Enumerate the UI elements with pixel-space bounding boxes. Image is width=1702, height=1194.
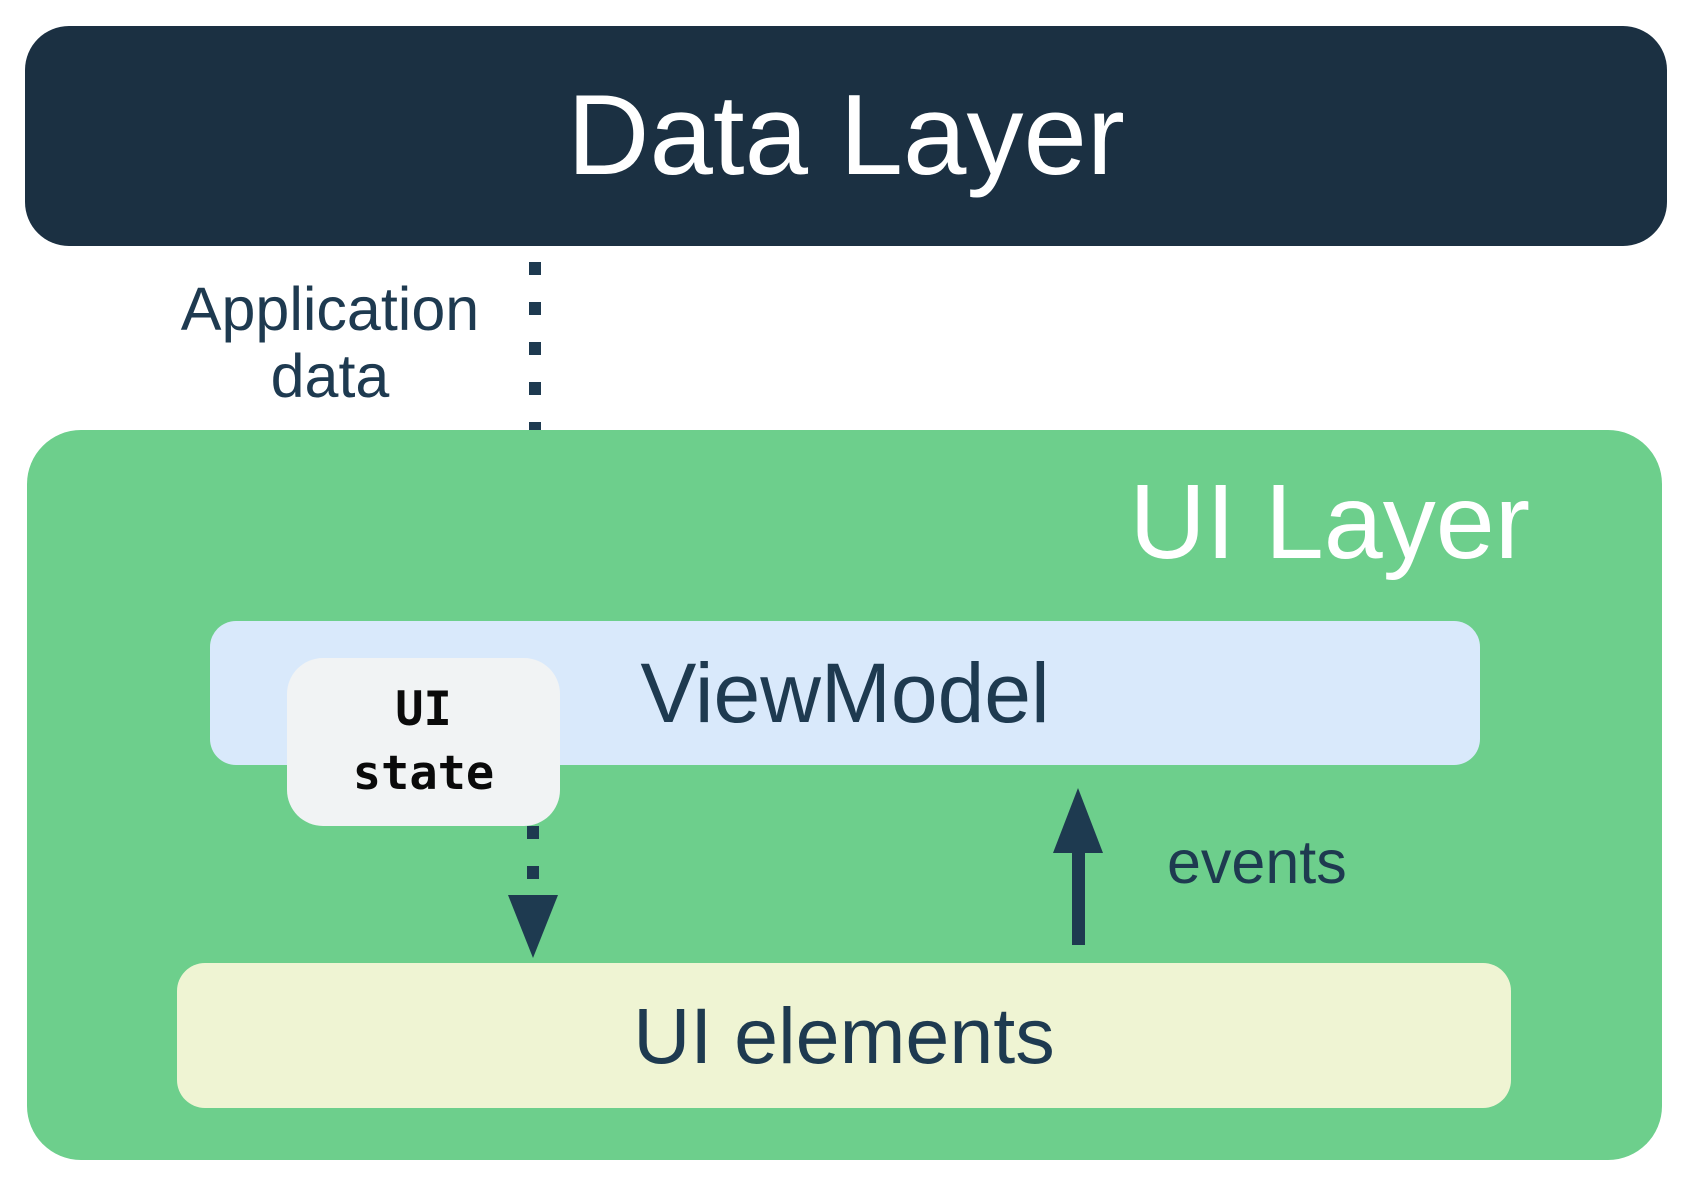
ui-elements-label: UI elements	[633, 991, 1055, 1080]
ui-elements-bar: UI elements	[177, 963, 1511, 1108]
ui-state-badge: UI state	[287, 658, 560, 826]
ui-state-badge-line2: state	[352, 746, 495, 801]
application-data-label-line2: data	[270, 342, 390, 410]
ui-layer-title: UI Layer	[1129, 463, 1530, 581]
events-arrowhead-icon	[1053, 788, 1103, 853]
events-label: events	[1167, 828, 1347, 896]
ui-state-arrow-line	[527, 826, 539, 890]
application-data-label-line1: Application	[180, 275, 480, 343]
viewmodel-label: ViewModel	[640, 646, 1050, 740]
data-layer-box: Data Layer	[25, 26, 1667, 246]
ui-state-badge-line1: UI	[395, 682, 452, 737]
application-data-label: Application data	[150, 276, 510, 410]
events-arrow-line	[1072, 853, 1085, 945]
data-layer-title: Data Layer	[567, 72, 1125, 199]
ui-state-arrowhead-icon	[508, 895, 558, 958]
